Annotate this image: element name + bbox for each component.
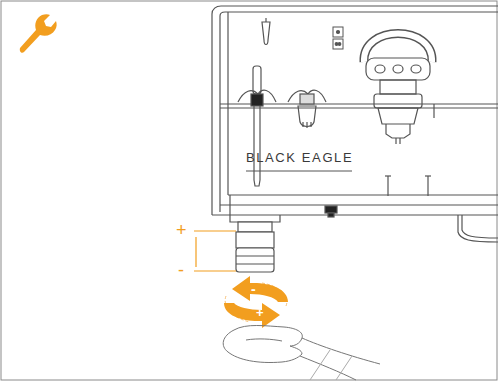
lower-sign: - [251,282,256,296]
height-bracket [194,231,236,271]
hand [223,326,380,381]
wrench-icon [20,14,57,53]
espresso-machine [212,6,498,272]
rotation-arrows [224,276,288,328]
raise-sign: + [256,306,264,319]
brand-name: BLACK EAGLE [246,151,353,164]
lower-sign: - [178,261,184,279]
raise-sign: + [176,221,187,239]
